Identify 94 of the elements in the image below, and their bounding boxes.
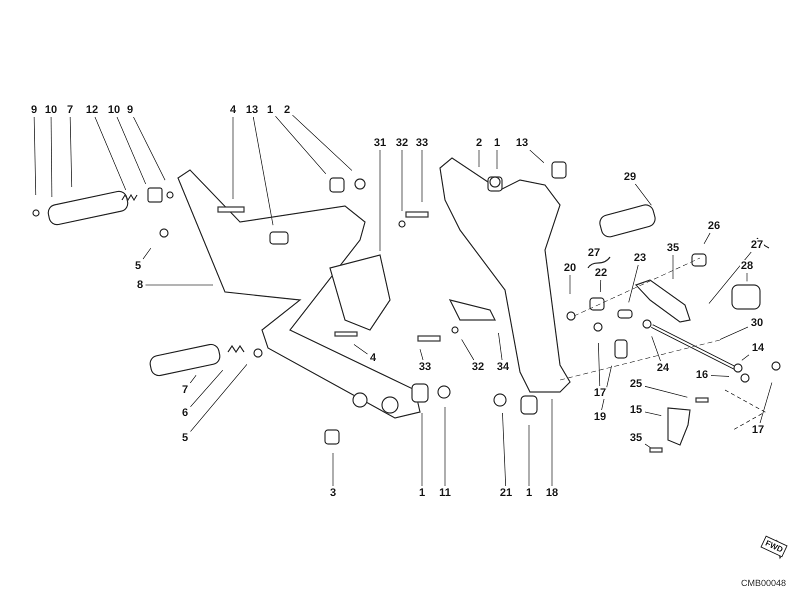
callout-number: 9: [30, 104, 38, 116]
leader-line: [651, 336, 661, 362]
leader-line: [741, 354, 750, 361]
callout-number: 10: [106, 104, 122, 116]
leader-line: [50, 116, 52, 198]
leader-line: [704, 232, 710, 244]
callout-number: 34: [496, 361, 510, 373]
callout-number: 2: [282, 104, 292, 116]
callout-number: 22: [594, 267, 608, 279]
drawing-code: CMB00048: [740, 578, 786, 588]
leader-line: [672, 254, 674, 280]
callout-number: 7: [180, 384, 190, 396]
callout-number: 28: [740, 260, 754, 272]
callout-number: 33: [418, 361, 432, 373]
leader-line: [496, 150, 498, 170]
callout-number: 15: [628, 404, 644, 416]
callout-number: 20: [562, 262, 578, 274]
leader-line: [116, 116, 146, 184]
callout-number: 2: [474, 137, 484, 149]
callout-number: 17: [592, 387, 608, 399]
leader-line: [292, 114, 352, 171]
callout-number: 29: [622, 171, 638, 183]
callout-number: 18: [544, 487, 560, 499]
callout-number: 14: [750, 342, 766, 354]
callout-number: 4: [368, 352, 378, 364]
leader-line: [710, 375, 730, 377]
callout-number: 32: [394, 137, 410, 149]
callout-number: 10: [44, 104, 58, 116]
leader-line: [190, 370, 224, 408]
callout-number: 24: [656, 362, 670, 374]
leader-line: [332, 452, 334, 486]
leader-line: [601, 365, 612, 410]
callout-number: 1: [492, 137, 502, 149]
leader-line: [644, 444, 651, 448]
callout-number: 25: [628, 378, 644, 390]
callout-number: 5: [134, 260, 142, 272]
leader-line: [720, 326, 748, 340]
callout-number: 6: [180, 407, 190, 419]
leader-line: [529, 150, 544, 164]
leader-line: [70, 116, 72, 188]
callout-number: 21: [498, 487, 514, 499]
callout-number: 8: [136, 279, 144, 291]
callout-number: 12: [84, 104, 100, 116]
callout-number: 19: [592, 411, 608, 423]
leader-line: [628, 264, 639, 303]
leader-line: [502, 412, 506, 486]
callout-number: 5: [180, 432, 190, 444]
leader-line: [598, 342, 600, 386]
leader-line: [190, 374, 196, 384]
callout-number: 1: [266, 104, 274, 116]
callout-number: 27: [750, 239, 764, 251]
callout-number: 13: [244, 104, 260, 116]
leader-line: [528, 424, 530, 486]
callout-number: 35: [666, 242, 680, 254]
leader-line: [420, 348, 424, 360]
leader-line: [644, 386, 688, 398]
leader-line: [708, 252, 752, 304]
callout-number: 17: [750, 424, 766, 436]
callout-number: 1: [524, 487, 534, 499]
leader-line: [145, 284, 214, 286]
leader-line: [746, 272, 748, 282]
leader-line: [142, 248, 152, 260]
leader-line: [600, 280, 602, 292]
callout-number: 31: [372, 137, 388, 149]
callout-number: 35: [628, 432, 644, 444]
callout-number: 13: [514, 137, 530, 149]
callout-number: 16: [694, 369, 710, 381]
leader-line: [232, 116, 234, 200]
callout-number: 9: [126, 104, 134, 116]
callout-number: 26: [706, 220, 722, 232]
callout-number: 7: [66, 104, 74, 116]
leader-line: [190, 364, 248, 432]
callout-number: 1: [418, 487, 426, 499]
leader-line: [498, 332, 502, 360]
leader-line: [354, 344, 368, 354]
leader-line: [644, 412, 662, 416]
leader-line: [94, 116, 126, 190]
callout-number: 30: [750, 317, 764, 329]
leader-line: [634, 184, 652, 206]
callout-number: 33: [414, 137, 430, 149]
leader-line: [275, 116, 326, 174]
callout-number: 27: [586, 247, 602, 259]
callout-number: 3: [328, 487, 338, 499]
callout-number: 23: [632, 252, 648, 264]
leader-line: [252, 116, 274, 226]
callout-number: 4: [228, 104, 238, 116]
leader-line: [133, 116, 166, 181]
leader-line: [760, 382, 772, 424]
leader-line: [444, 406, 446, 486]
callout-number: 32: [470, 361, 486, 373]
leader-line: [478, 150, 480, 168]
leader-line: [34, 116, 36, 196]
callout-number: 11: [438, 487, 452, 499]
leader-line: [461, 339, 474, 360]
